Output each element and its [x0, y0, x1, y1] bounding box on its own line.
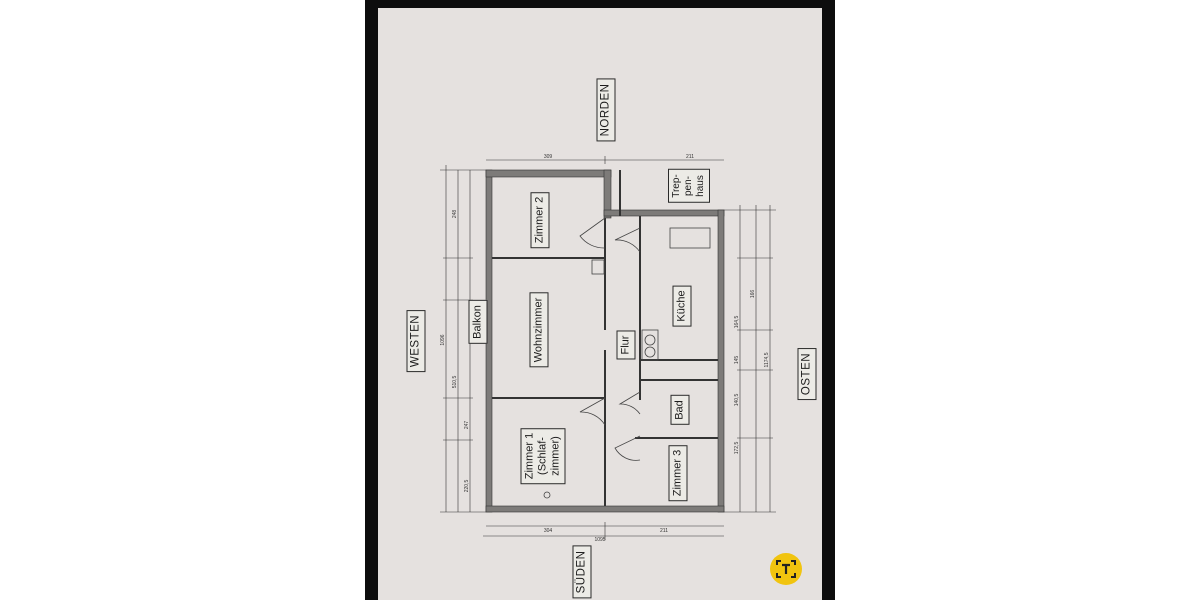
outer-walls: [485, 169, 725, 513]
dim-top-b: 211: [686, 154, 694, 160]
compass-west: WESTEN: [406, 309, 426, 373]
fixtures: [543, 227, 711, 499]
north-wall-left: [485, 169, 612, 178]
dim-bottom-a: 304: [544, 528, 553, 534]
dim-total-left: 1096: [440, 334, 446, 345]
dim-bottom-b: 211: [660, 528, 668, 534]
room-balkon: Balkon: [468, 300, 488, 344]
interior-walls: [492, 170, 718, 506]
south-wall: [485, 505, 725, 513]
room-wohnzimmer: Wohnzimmer: [529, 292, 549, 368]
north-wall-right: [603, 209, 725, 217]
dimension-lines: [440, 159, 776, 537]
room-treppenhaus: Trep- pen- haus: [668, 169, 710, 203]
room-bad: Bad: [670, 395, 690, 425]
dim-left-d: 220,5: [464, 480, 470, 493]
dim-left-a: 248: [452, 210, 458, 219]
compass-south: SÜDEN: [572, 545, 592, 599]
dim-left-c: 247: [464, 421, 470, 430]
north-step-wall: [603, 169, 612, 219]
room-zimmer-1: Zimmer 1 (Schlaf- zimmer): [520, 427, 566, 485]
dim-right-e: 172,5: [734, 442, 740, 455]
dim-right-c: 145: [734, 356, 740, 365]
text-recognition-icon[interactable]: [770, 553, 802, 585]
room-flur: Flur: [616, 330, 636, 360]
compass-north: NORDEN: [596, 78, 616, 142]
dim-total-right: 1174,5: [764, 352, 770, 367]
dim-left-b: 510,5: [452, 376, 458, 389]
dimension-ticks: [443, 156, 773, 540]
dim-top-a: 309: [544, 154, 553, 160]
dimension-labels: 1096 1095 1174,5 309 211 304 211 248 510…: [440, 154, 770, 543]
dim-right-b: 164,5: [734, 316, 740, 329]
room-zimmer-3: Zimmer 3: [668, 444, 688, 502]
room-kueche: Küche: [672, 285, 692, 327]
compass-east: OSTEN: [797, 347, 817, 401]
door-swings: [579, 217, 641, 461]
room-zimmer-2: Zimmer 2: [530, 191, 550, 249]
dim-right-d: 140,5: [734, 394, 740, 407]
text-recognition-glyph: [776, 560, 796, 578]
east-wall: [717, 209, 725, 513]
dim-right-a: 166: [750, 290, 756, 299]
dim-total-bottom: 1095: [594, 537, 605, 543]
